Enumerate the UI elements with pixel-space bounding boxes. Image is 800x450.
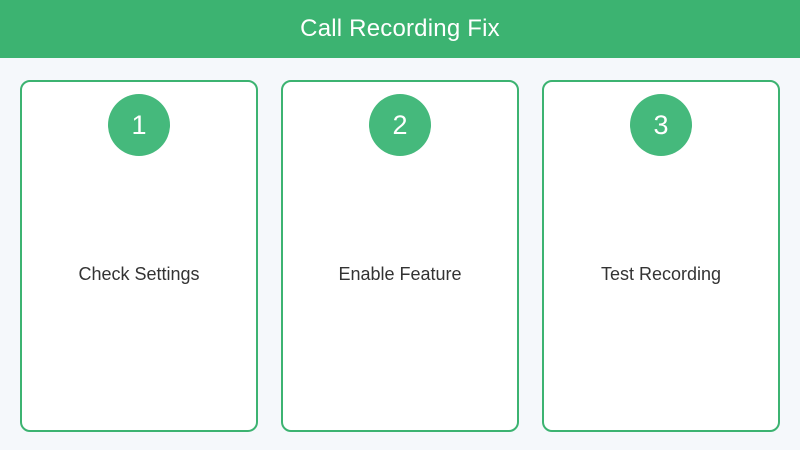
header-bar: Call Recording Fix	[0, 0, 800, 58]
step-number: 3	[653, 109, 669, 140]
step-label: Enable Feature	[338, 264, 462, 284]
step-number: 1	[131, 109, 147, 140]
step-number-badge: 3	[630, 94, 692, 156]
page-title: Call Recording Fix	[300, 15, 500, 42]
step-label: Test Recording	[600, 264, 722, 284]
step-label: Check Settings	[78, 264, 200, 284]
step-card-1: 1 Check Settings	[20, 80, 258, 432]
steps-container: 1 Check Settings 2 Enable Feature 3 Test…	[0, 58, 800, 432]
step-number-badge: 2	[369, 94, 431, 156]
step-card-3: 3 Test Recording	[542, 80, 780, 432]
step-card-2: 2 Enable Feature	[281, 80, 519, 432]
step-number-badge: 1	[108, 94, 170, 156]
step-number: 2	[392, 109, 408, 140]
